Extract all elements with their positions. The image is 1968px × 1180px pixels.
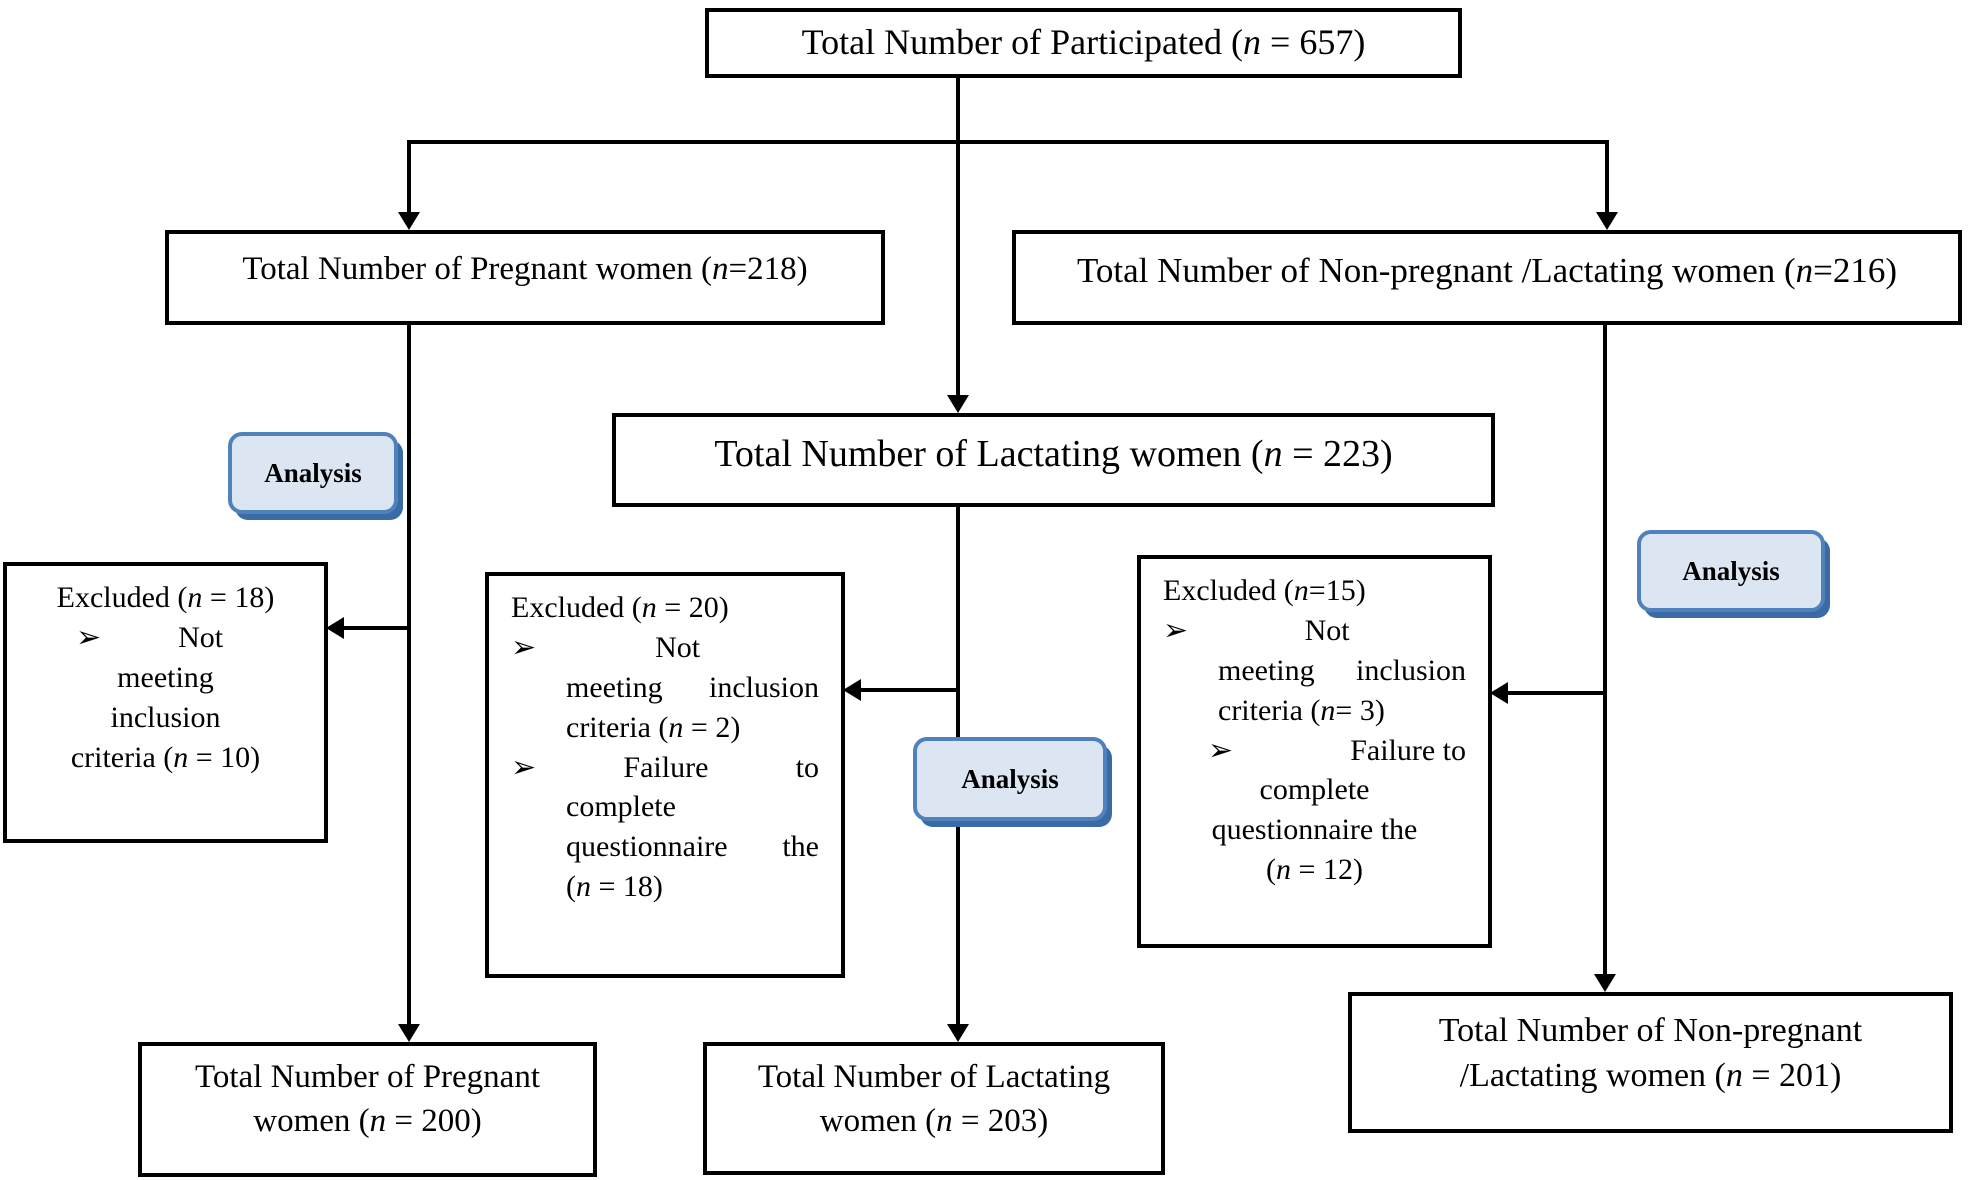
text-line: inclusion [110,700,221,734]
bullet-arrowhead-icon: ➢ [511,630,537,664]
line-pregnant-down [407,325,411,1024]
text-line: complete [566,790,676,824]
text-line: Excluded (n=15) [1163,574,1366,607]
bullet-arrowhead-icon: ➢ [76,620,102,654]
text-line: questionnaire the [511,827,819,867]
badge-analysis-label: Analysis [961,763,1059,794]
box-pregnant-final-200: Total Number of Pregnant women (n = 200) [138,1042,597,1177]
text-segment: the [782,830,819,864]
text-line: criteria (n= 3) [1218,693,1385,727]
text-line: meeting inclusion [1163,651,1466,691]
line-nonpregnant-down [1603,325,1607,974]
box-excluded-lactating: Excluded (n = 20) ➢ Not meeting inclusion cri… [485,572,845,978]
text-line: (n = 18) [566,870,663,904]
text-line: women (n = 200) [253,1102,482,1139]
arrowhead-to-lactating-final [947,1024,969,1042]
arrowhead-to-excluded-pregnant [326,617,344,639]
bullet-arrowhead-icon: ➢ [511,750,537,784]
text-line: women (n = 203) [819,1102,1049,1139]
text-line: Total Number of Lactating [757,1059,1111,1095]
box-lactating-final-203: Total Number of Lactating women (n = 203) [703,1042,1165,1175]
text-line: meeting inclusion [511,668,819,708]
text-segment: Failure [623,750,709,784]
line-root-vertical [956,78,960,397]
badge-analysis-label: Analysis [1682,555,1780,586]
arrowhead-to-excluded-lactating [843,679,861,701]
line-branch-horizontal [407,140,1609,144]
text-segment: inclusion [1356,653,1466,687]
box-pregnant-women-218: Total Number of Pregnant women (n=218) [165,230,885,325]
text-segment: inclusion [709,670,819,704]
text-line: ➢ Failure to [511,748,819,788]
text-line: meeting [117,660,214,694]
line-branch-drop-left [407,140,411,214]
box-nonpregnant-lactating-216: Total Number of Non-pregnant /Lactating … [1012,230,1962,325]
text-segment: meeting [1218,653,1315,687]
text-line: ➢ Not [31,618,300,658]
line-branch-drop-right [1605,140,1609,214]
text-line: /Lactating women (n = 201) [1459,1057,1842,1095]
line-to-excluded-nonpregnant [1508,691,1605,695]
arrowhead-to-nonpregnant-final [1594,974,1616,992]
text-segment: Not [178,620,224,654]
text-line: Total Number of Participated (n = 657) [801,22,1366,63]
text-segment: Not [655,630,701,664]
box-excluded-nonpregnant: Excluded (n=15) ➢ Not meeting inclusion crite… [1137,555,1492,948]
text-line: Total Number of Non-pregnant [1438,1012,1863,1049]
text-line: Excluded (n = 20) [511,591,729,624]
line-to-excluded-pregnant [344,626,409,630]
text-line: ➢ Failure to [1163,731,1466,771]
text-line: Excluded (n = 18) [56,581,275,614]
text-segment: to [795,750,819,784]
arrowhead-to-pregnant [398,212,420,230]
arrowhead-root-to-lactating [947,395,969,413]
box-nonpregnant-final-201: Total Number of Non-pregnant/Lactating w… [1348,992,1953,1133]
badge-analysis-lactating: Analysis [913,737,1107,821]
box-excluded-pregnant: Excluded (n = 18) ➢ Not meeting inclusion cri… [3,562,328,843]
arrowhead-to-excluded-nonpregnant [1490,682,1508,704]
badge-analysis-label: Analysis [264,457,362,488]
bullet-arrowhead-icon: ➢ [1208,733,1234,767]
text-segment: Not [1304,613,1350,647]
text-line: complete [1259,773,1370,807]
text-line: Total Number of Pregnant women (n=218) [242,251,808,287]
line-to-excluded-lactating [861,688,958,692]
text-line: Total Number of Non-pregnant /Lactating … [1076,251,1898,290]
bullet-arrowhead-icon: ➢ [1163,613,1189,647]
box-lactating-women-223: Total Number of Lactating women (n = 223… [612,413,1495,507]
text-line: criteria (n = 2) [566,710,741,744]
badge-analysis-nonpregnant: Analysis [1637,530,1825,612]
text-segment: meeting [566,670,663,704]
box-total-participated: Total Number of Participated (n = 657) [705,8,1462,78]
text-segment: Failure to [1350,733,1466,767]
text-line: ➢ Not [1163,611,1466,651]
text-line: (n = 12) [1266,853,1363,887]
text-line: ➢ Not [511,628,819,668]
text-segment: questionnaire [566,830,728,864]
text-line: Total Number of Lactating women (n = 223… [714,433,1393,475]
text-line: questionnaire the [1211,813,1418,847]
text-line: criteria (n = 10) [70,740,261,774]
arrowhead-to-nonpregnant [1596,212,1618,230]
text-line: Total Number of Pregnant [194,1059,541,1095]
arrowhead-to-pregnant-final [398,1024,420,1042]
badge-analysis-pregnant: Analysis [228,432,398,514]
